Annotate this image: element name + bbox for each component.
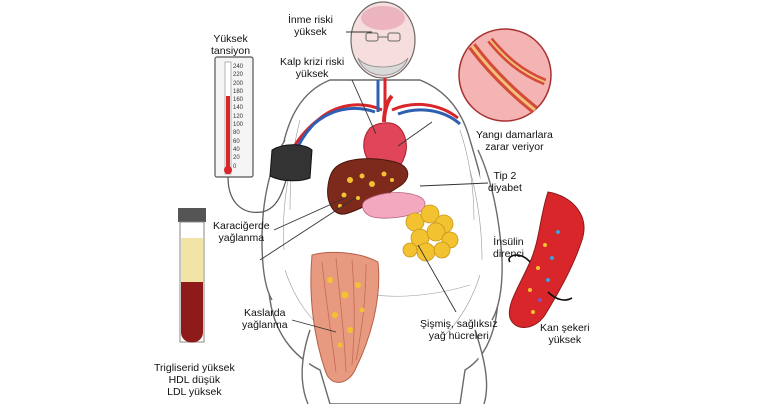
gauge-tick: 40 [233,146,240,153]
label-inflammation: Yangı damarlara zarar veriyor [476,129,553,153]
label-line: Kan şekeri [540,322,590,334]
label-line: Yüksek [213,33,248,45]
label-line: Kaslarda [244,307,286,319]
label-line: HDL düşük [168,374,221,386]
label-line: yüksek [294,26,327,38]
label-insulin-resistance: İnsülin direnci [493,236,524,260]
artery-right [391,103,459,120]
gauge-tick: 100 [233,122,244,129]
label-line: İnme riski [288,14,333,26]
gauge-tick: 220 [233,72,244,79]
label-line: Kalp krizi riski [280,56,345,68]
label-line: yüksek [295,68,329,80]
gauge-tick: 240 [233,64,244,70]
label-lipids: Trigliserid yüksek HDL düşük LDL yüksek [154,362,235,398]
inflammation-inset [458,28,552,122]
muscle-fat-spots [327,277,365,348]
gauge-scale: 240 220 200 180 160 140 120 100 80 60 40… [233,63,253,171]
gauge-tick: 160 [233,97,244,104]
label-line: LDL yüksek [167,386,222,398]
right-arm-outline [477,149,503,321]
fat-cell-cluster [402,204,459,262]
label-line: diyabet [488,182,522,194]
legs-outline [301,329,488,405]
gauge-tick: 200 [233,80,244,87]
label-fatty-liver: Karaciğerde yağlanma [213,220,270,244]
label-line: Trigliserid yüksek [154,362,235,374]
gauge-tick: 60 [233,138,240,145]
glucose-particles [528,230,560,314]
label-line: yüksek [548,334,582,346]
gauge-tick: 120 [233,113,244,120]
label-line: Tip 2 [493,170,517,182]
gauge-tick: 80 [233,130,240,137]
gauge-tick: 0 [233,163,237,170]
label-stroke-risk: İnme riski yüksek [288,14,333,38]
label-line: tansiyon [211,45,251,57]
leader-lines [259,31,489,333]
gauge-tick: 140 [233,105,244,112]
label-fat-cells: Şişmiş, sağlıksız yağ hücreleri [420,318,498,342]
label-line: Karaciğerde [213,220,270,232]
blood-tube [178,208,206,343]
gauge-tick: 180 [233,88,244,95]
label-diabetes: Tip 2 diyabet [488,170,522,194]
label-high-bp: Yüksek tansiyon [211,33,250,57]
label-line: Şişmiş, sağlıksız [420,318,498,330]
label-line: yağlanma [218,232,265,244]
label-line: direnci [493,248,524,260]
bp-cuff [269,144,313,182]
label-line: yağlanma [242,319,288,331]
bp-gauge [214,56,313,213]
gauge-tick: 20 [233,155,240,162]
thigh-muscle [310,251,380,383]
label-heart-attack-risk: Kalp krizi riski yüksek [280,56,344,80]
vein-right [397,108,461,126]
label-high-blood-sugar: Kan şekeri yüksek [540,322,590,346]
label-line: Yangı damarlara [476,129,553,141]
label-line: yağ hücreleri [428,330,489,342]
muscle-fibers [321,257,367,373]
vessel-inset [508,191,585,328]
label-line: zarar veriyor [485,141,544,153]
head [350,1,416,79]
label-line: İnsülin [493,236,524,248]
label-muscle-fat: Kaslarda yağlanma [242,307,288,331]
